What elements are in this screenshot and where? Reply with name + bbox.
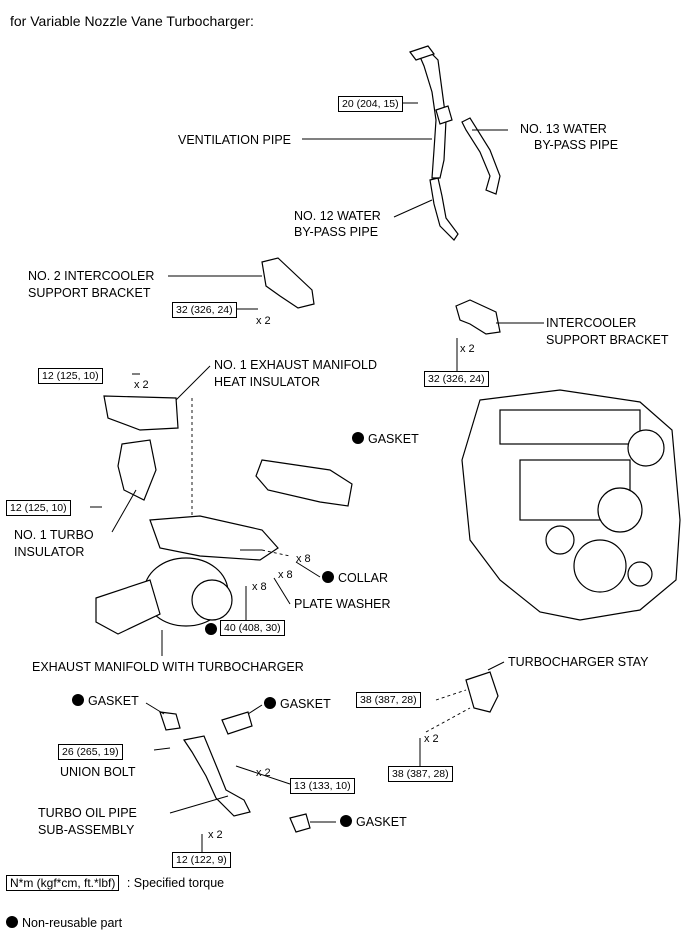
manifold-gasket-drawing	[255, 459, 353, 507]
non-reusable-dot-icon	[340, 815, 352, 827]
exhaust-manifold-turbo-drawing	[95, 515, 279, 635]
non-reusable-dot-icon	[352, 432, 364, 444]
engine-block-drawing	[461, 389, 681, 621]
torque-union-bolt: 26 (265, 19)	[58, 744, 123, 760]
non-reusable-dot-icon	[72, 694, 84, 706]
label-no12-water-bypass-2: BY-PASS PIPE	[294, 225, 379, 239]
multiplier-plate-washer: x 8	[278, 569, 293, 581]
torque-stay-lower: 38 (387, 28)	[388, 766, 453, 782]
torque-no2-bracket: 32 (326, 24)	[172, 302, 237, 318]
multiplier-collar-nut: x 8	[296, 553, 311, 565]
label-turbo-oil-pipe-2: SUB-ASSEMBLY	[38, 823, 135, 837]
label-no1-exhaust-heat-1: NO. 1 EXHAUST MANIFOLD	[214, 358, 377, 372]
label-turbo-oil-pipe-1: TURBO OIL PIPE	[38, 806, 137, 820]
legend-torque-unit: N*m (kgf*cm, ft.*lbf)	[6, 875, 120, 891]
label-exhaust-manifold-turbo: EXHAUST MANIFOLD WITH TURBOCHARGER	[32, 660, 304, 674]
label-gasket-1: GASKET	[72, 694, 139, 709]
label-no1-turbo-insulator-2: INSULATOR	[14, 545, 85, 559]
legend-torque: N*m (kgf*cm, ft.*lbf) : Specified torque	[6, 875, 225, 891]
non-reusable-dot-icon	[205, 623, 217, 635]
multiplier-manifold-nut: x 8	[252, 581, 267, 593]
label-gasket-3: GASKET	[340, 815, 407, 830]
torque-manifold-nut: 40 (408, 30)	[220, 620, 285, 636]
non-reusable-dot-icon	[322, 571, 334, 583]
page-title: for Variable Nozzle Vane Turbocharger:	[10, 13, 254, 29]
torque-manifold-nut-group	[205, 621, 220, 639]
no12-water-bypass-pipe-drawing	[429, 177, 459, 241]
label-union-bolt: UNION BOLT	[60, 765, 136, 779]
multiplier-stay: x 2	[424, 733, 439, 745]
label-gasket-manifold: GASKET	[352, 432, 419, 447]
turbo-insulator-drawing	[117, 439, 157, 501]
label-intercooler-2: SUPPORT BRACKET	[546, 333, 669, 347]
turbo-oil-pipe-drawing	[183, 735, 251, 817]
torque-oil-pipe-upper: 13 (133, 10)	[290, 778, 355, 794]
oil-gasket-1-drawing	[159, 711, 181, 731]
torque-turbo-insulator: 12 (125, 10)	[6, 500, 71, 516]
heat-insulator-drawing	[103, 395, 179, 431]
label-ventilation-pipe: VENTILATION PIPE	[178, 133, 291, 147]
label-no13-water-bypass-2: BY-PASS PIPE	[534, 138, 619, 152]
no2-intercooler-bracket-drawing	[261, 257, 315, 309]
label-turbocharger-stay: TURBOCHARGER STAY	[508, 655, 649, 669]
multiplier-intercooler-bracket: x 2	[460, 343, 475, 355]
torque-intercooler-bracket: 32 (326, 24)	[424, 371, 489, 387]
label-no13-water-bypass-1: NO. 13 WATER	[520, 122, 607, 136]
no13-water-bypass-pipe-drawing	[461, 117, 501, 195]
legend-torque-desc: : Specified torque	[126, 876, 225, 890]
label-no12-water-bypass-1: NO. 12 WATER	[294, 209, 381, 223]
oil-gasket-2-drawing	[221, 711, 253, 735]
intercooler-bracket-drawing	[455, 299, 501, 335]
multiplier-oil-pipe-lower: x 2	[208, 829, 223, 841]
label-gasket-2: GASKET	[264, 697, 331, 712]
label-no2-intercooler-2: SUPPORT BRACKET	[28, 286, 151, 300]
non-reusable-dot-icon	[6, 916, 18, 928]
torque-stay-upper: 38 (387, 28)	[356, 692, 421, 708]
label-plate-washer: PLATE WASHER	[294, 597, 391, 611]
non-reusable-dot-icon	[264, 697, 276, 709]
label-collar: COLLAR	[322, 571, 388, 586]
legend-non-reusable: Non-reusable part	[6, 916, 122, 931]
torque-heat-insulator: 12 (125, 10)	[38, 368, 103, 384]
multiplier-heat-insulator: x 2	[134, 379, 149, 391]
multiplier-oil-pipe-upper: x 2	[256, 767, 271, 779]
label-intercooler-1: INTERCOOLER	[546, 316, 637, 330]
ventilation-pipe-drawing	[409, 45, 453, 179]
label-no2-intercooler-1: NO. 2 INTERCOOLER	[28, 269, 155, 283]
label-no1-turbo-insulator-1: NO. 1 TURBO	[14, 528, 94, 542]
turbocharger-stay-drawing	[465, 671, 499, 713]
oil-gasket-3-drawing	[289, 813, 311, 833]
multiplier-no2-bracket: x 2	[256, 315, 271, 327]
torque-vent-pipe: 20 (204, 15)	[338, 96, 403, 112]
label-no1-exhaust-heat-2: HEAT INSULATOR	[214, 375, 321, 389]
torque-oil-pipe-lower: 12 (122, 9)	[172, 852, 231, 868]
